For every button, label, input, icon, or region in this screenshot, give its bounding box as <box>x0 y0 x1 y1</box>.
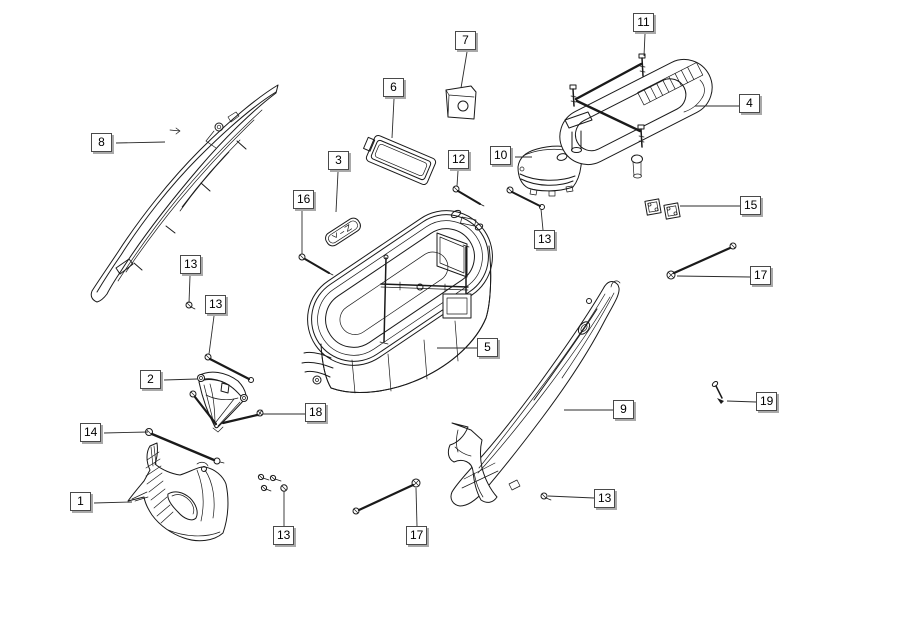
callout-10[interactable]: 10 <box>490 146 512 165</box>
callout-9[interactable]: 9 <box>613 400 634 419</box>
leader-line-1 <box>93 501 133 504</box>
leader-line-13 <box>208 315 215 355</box>
callout-17[interactable]: 17 <box>406 526 428 545</box>
callout-13[interactable]: 13 <box>180 255 202 274</box>
callout-2[interactable]: 2 <box>140 370 161 389</box>
screw-13-above-part2 <box>204 353 254 383</box>
leader-line-19 <box>726 400 757 403</box>
leader-lines <box>93 33 757 527</box>
leader-line-12 <box>456 170 459 187</box>
leader-line-13 <box>188 275 191 304</box>
screw-17-bottom <box>352 478 421 515</box>
part-10-rear-cover <box>517 145 582 197</box>
leader-line-17 <box>415 487 418 527</box>
leader-line-7 <box>460 51 468 89</box>
part-7-bracket-plate <box>445 85 477 120</box>
callout-13[interactable]: 13 <box>534 230 556 249</box>
screw-16 <box>298 253 334 276</box>
part-8-inner-garnish-panel <box>90 84 279 303</box>
part-3-emblem <box>325 217 361 247</box>
screw-set-11 <box>569 53 646 148</box>
callout-17[interactable]: 17 <box>750 266 772 285</box>
bolt-11-bottom <box>637 124 645 148</box>
leader-line-3 <box>335 171 339 213</box>
leader-line-11 <box>643 33 646 57</box>
callout-8[interactable]: 8 <box>91 133 112 152</box>
leader-line-2 <box>163 378 198 381</box>
screw-12 <box>452 185 485 207</box>
callout-11[interactable]: 11 <box>633 13 654 32</box>
callout-4[interactable]: 4 <box>739 94 760 113</box>
screw-19 <box>711 381 724 404</box>
part-9-side-cover <box>447 280 621 507</box>
callout-7[interactable]: 7 <box>455 31 476 50</box>
leader-line-6 <box>391 98 395 139</box>
screw-14 <box>145 428 225 465</box>
part-15-clip-nuts <box>644 198 681 220</box>
screw-cluster <box>257 473 282 492</box>
leader-line-13 <box>540 208 544 231</box>
callout-16[interactable]: 16 <box>293 190 315 209</box>
screw-18-pair <box>189 390 264 426</box>
screw-13-rear <box>506 186 545 210</box>
bolt-11-left <box>569 84 577 107</box>
screw-13-left-small <box>185 301 196 310</box>
callout-19[interactable]: 19 <box>756 392 778 411</box>
part-4-rear-carrier <box>559 58 713 179</box>
leader-line-17 <box>676 275 751 278</box>
callout-18[interactable]: 18 <box>305 403 327 422</box>
part-5-storage-bucket <box>301 209 493 394</box>
callout-13[interactable]: 13 <box>205 295 227 314</box>
screw-13-bottom-right <box>540 492 552 501</box>
part-1-front-cover <box>127 442 229 542</box>
callout-3[interactable]: 3 <box>328 151 349 170</box>
leader-line-8 <box>115 141 166 144</box>
callout-13[interactable]: 13 <box>594 489 616 508</box>
callout-15[interactable]: 15 <box>740 196 762 215</box>
screw-17-right <box>666 242 737 280</box>
leader-line-14 <box>103 431 149 434</box>
callout-6[interactable]: 6 <box>383 78 404 97</box>
bolt-11-top <box>638 53 646 77</box>
callout-14[interactable]: 14 <box>80 423 102 442</box>
leader-line-13 <box>547 495 595 499</box>
screw-13-bottom-left <box>280 484 288 492</box>
callout-13[interactable]: 13 <box>273 526 295 545</box>
part-6-maintenance-lid <box>363 134 437 186</box>
callout-5[interactable]: 5 <box>477 338 498 357</box>
callout-12[interactable]: 12 <box>448 150 470 169</box>
callout-1[interactable]: 1 <box>70 492 91 511</box>
